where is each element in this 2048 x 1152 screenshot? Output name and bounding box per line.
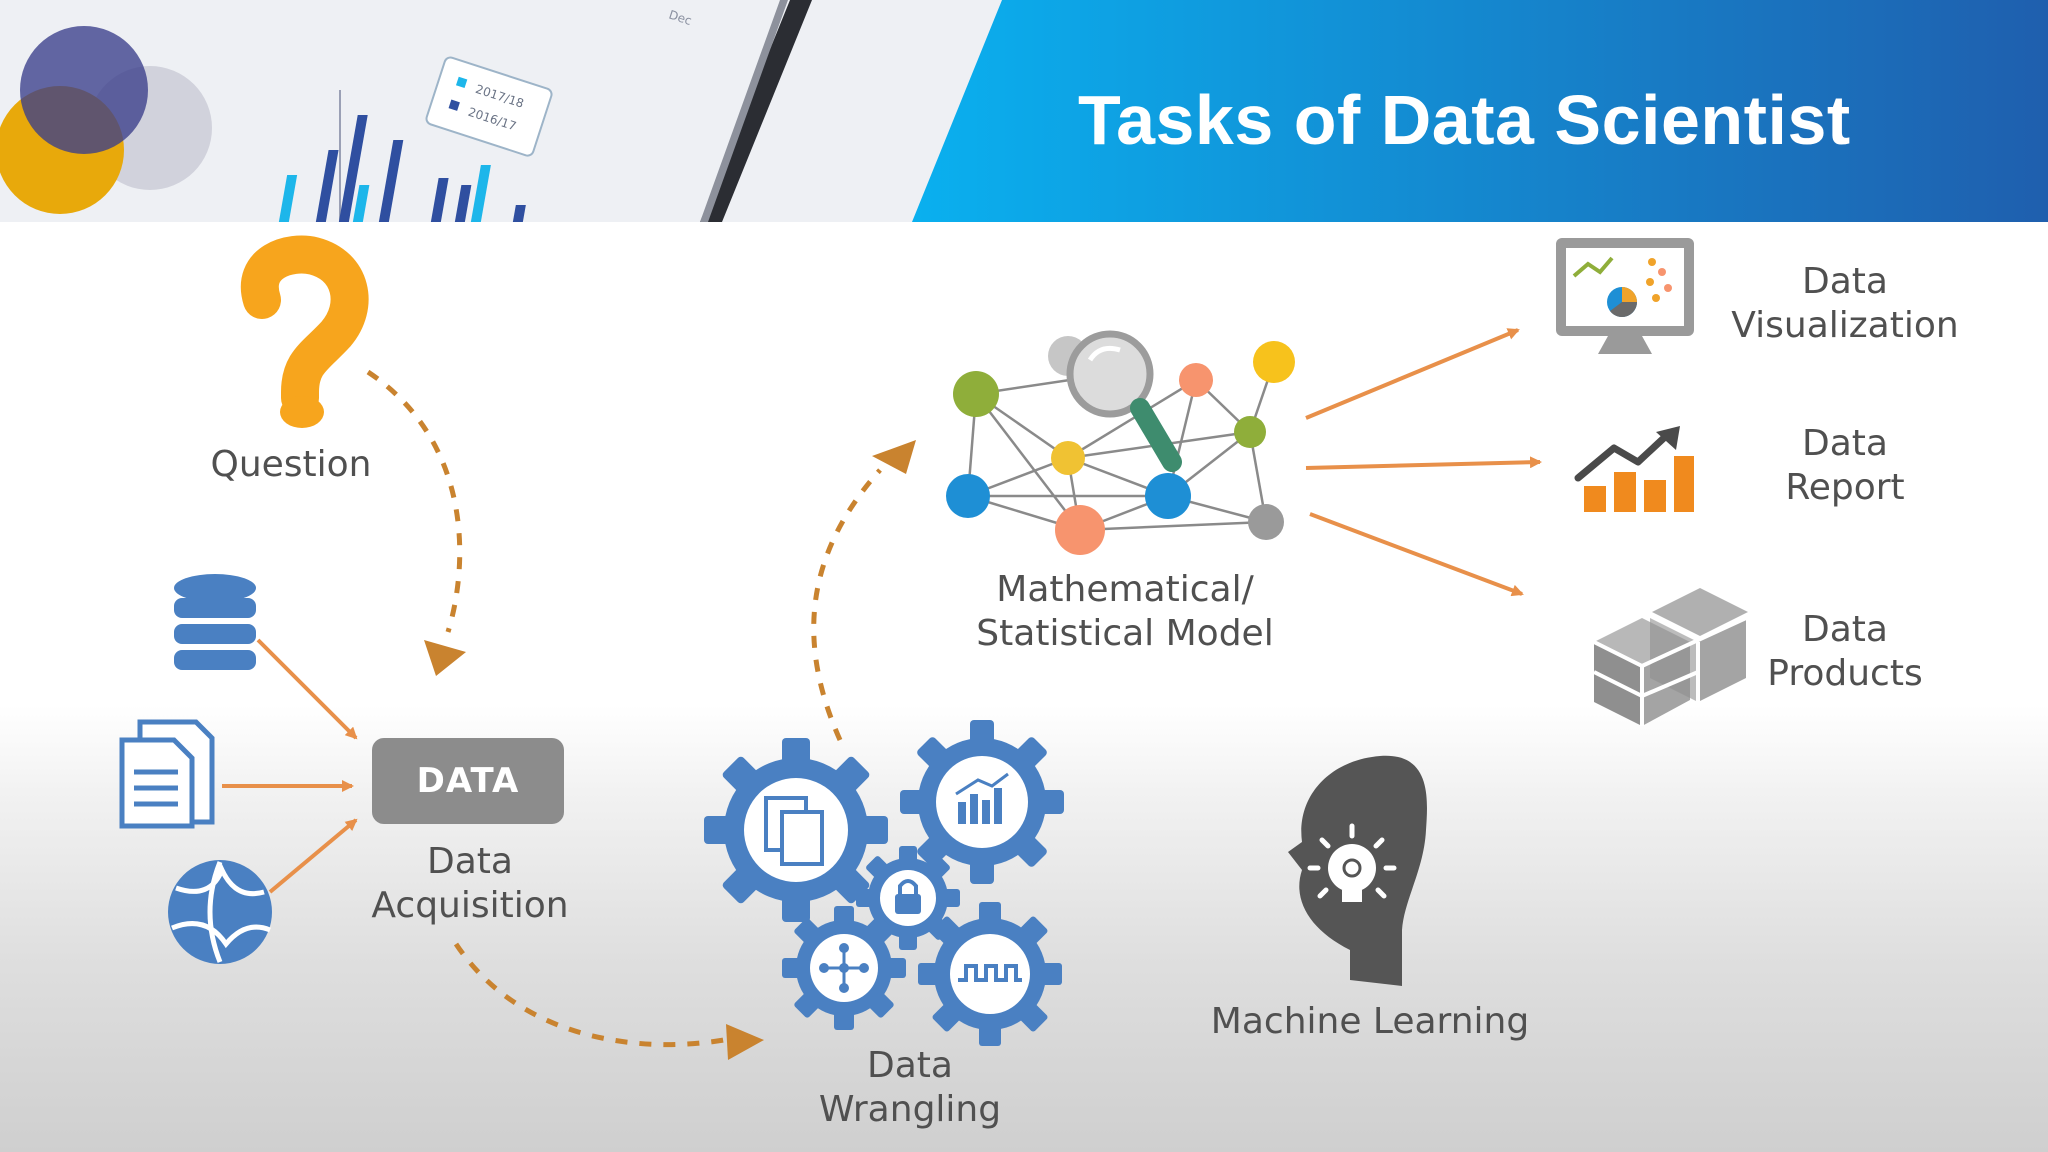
arrow-globe-to-data [268, 818, 358, 894]
globe-icon [168, 860, 272, 964]
decor-chart-legend: 2017/18 2016/17 [425, 56, 553, 157]
gear-lock-icon [856, 846, 960, 950]
data-products-line2: Products [1767, 653, 1923, 694]
report-chart-icon [1574, 426, 1694, 512]
gear-chart-icon [900, 720, 1064, 884]
model-line1: Mathematical/ [996, 569, 1254, 610]
data-visualization-line2: Visualization [1731, 305, 1959, 346]
document-icon [119, 719, 215, 829]
data-report-label: Data Report [1720, 422, 1970, 510]
decor-bar-chart [278, 90, 526, 222]
month-label: Dec [667, 8, 693, 28]
page-title: Tasks of Data Scientist [1078, 81, 1851, 159]
header-banner: 2017/18 2016/17 Dec Tasks of Data Scient… [0, 0, 2048, 222]
data-report-line1: Data [1802, 423, 1888, 464]
model-line2: Statistical Model [976, 613, 1274, 654]
data-visualization-line1: Data [1802, 261, 1888, 302]
gear-signal-icon [918, 902, 1062, 1046]
products-cubes-icon [1593, 588, 1748, 726]
model-label: Mathematical/ Statistical Model [950, 568, 1300, 656]
dashed-arrow-wrangling-to-model [811, 440, 916, 742]
data-box: DATA [372, 738, 564, 824]
arrow-model-to-report [1305, 456, 1542, 470]
arrow-database-to-data [256, 638, 358, 740]
data-wrangling-line2: Wrangling [818, 1089, 1002, 1130]
banner-artwork: 2017/18 2016/17 Dec [0, 0, 2048, 222]
data-wrangling-line1: Data [867, 1045, 953, 1086]
question-mark-icon [240, 235, 369, 428]
dashed-arrow-question-to-data [366, 369, 466, 676]
data-visualization-label: Data Visualization [1720, 260, 1970, 348]
data-acquisition-label: Data Acquisition [350, 840, 590, 928]
data-products-label: Data Products [1720, 608, 1970, 696]
decor-circle-navy [20, 26, 148, 154]
network-graph-icon [946, 330, 1295, 555]
data-acquisition-line1: Data [427, 841, 513, 882]
question-label: Question [210, 444, 372, 485]
dashed-arrow-data-to-wrangling [453, 942, 764, 1060]
database-icon [174, 574, 256, 670]
machine-learning-label: Machine Learning [1210, 1001, 1530, 1042]
data-wrangling-label: Data Wrangling [790, 1044, 1030, 1132]
title-panel [912, 0, 2048, 222]
arrow-model-to-products [1309, 512, 1524, 597]
data-acquisition-line2: Acquisition [371, 885, 569, 926]
arrow-model-to-visualization [1305, 328, 1520, 420]
gear-network-icon [782, 906, 906, 1030]
monitor-icon [1556, 238, 1694, 354]
data-products-line1: Data [1802, 609, 1888, 650]
data-report-line2: Report [1785, 467, 1905, 508]
head-lightbulb-icon [1288, 755, 1427, 986]
gear-documents-icon [704, 738, 888, 922]
